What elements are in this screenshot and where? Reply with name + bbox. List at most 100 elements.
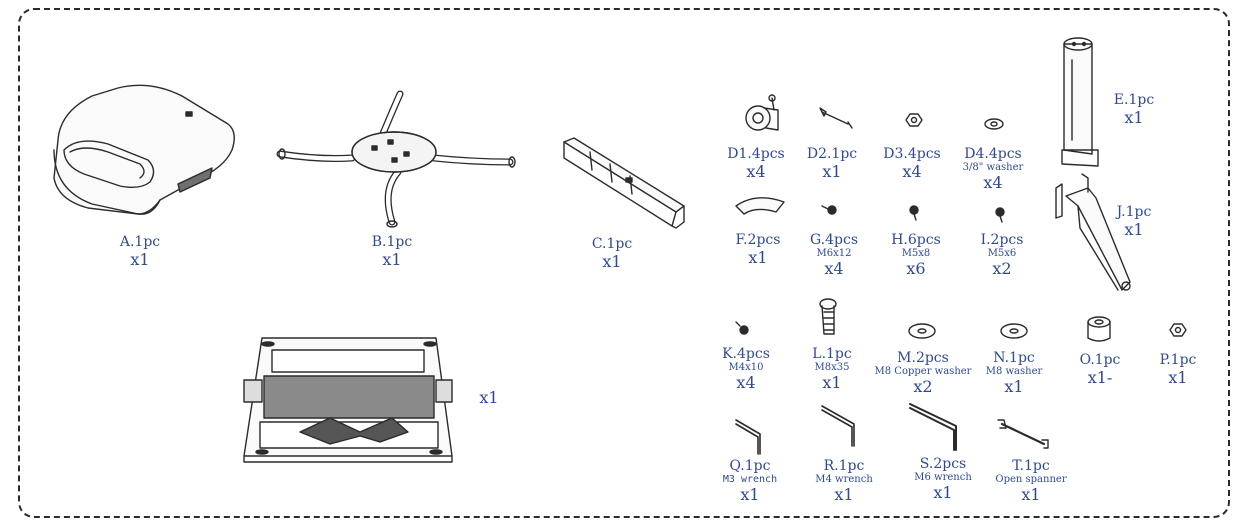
part-c-label: C.1pc x1 — [572, 236, 652, 271]
part-b-label: B.1pc x1 — [352, 234, 432, 269]
part-g-name: G.4pcs — [809, 232, 859, 248]
part-f-qty: x1 — [748, 248, 768, 267]
part-c-name: C.1pc — [591, 236, 633, 252]
part-q-qty: x1 — [740, 485, 760, 504]
part-q-spec: M3 wrench — [722, 474, 778, 485]
part-d4-spec: 3/8" washer — [962, 162, 1024, 173]
part-r-label: R.1pc M4 wrench x1 — [804, 458, 884, 504]
part-h-spec: M5x8 — [901, 248, 931, 259]
part-t-qty: x1 — [1021, 485, 1041, 504]
part-o-qty: x1- — [1087, 368, 1113, 387]
part-d4-name: D4.4pcs — [964, 146, 1022, 162]
frame-qty: x1 — [479, 388, 499, 407]
part-l-name: L.1pc — [812, 346, 852, 362]
part-d4-qty: x4 — [983, 173, 1003, 192]
part-d2-label: D2.1pc x1 — [792, 146, 872, 181]
column-part-e — [1061, 37, 1099, 167]
part-b-name: B.1pc — [371, 234, 413, 250]
base-part-b — [276, 90, 516, 228]
part-n-name: N.1pc — [993, 350, 1035, 366]
washer-part-n — [1000, 323, 1028, 339]
rail-part-c — [563, 137, 685, 229]
part-o-name: O.1pc — [1079, 352, 1121, 368]
part-s-label: S.2pcs M6 wrench x1 — [898, 456, 988, 502]
part-d2-name: D2.1pc — [806, 146, 858, 162]
cover-part-f — [735, 197, 785, 215]
part-j-label: J.1pc x1 — [1096, 204, 1172, 239]
wrench-part-q — [735, 419, 761, 455]
part-s-name: S.2pcs — [919, 456, 967, 472]
part-k-name: K.4pcs — [722, 346, 770, 362]
part-i-name: I.2pcs — [980, 232, 1024, 248]
part-a-qty: x1 — [130, 250, 150, 269]
part-r-qty: x1 — [834, 485, 854, 504]
part-s-spec: M6 wrench — [914, 472, 972, 483]
frame-assembly — [243, 337, 453, 463]
part-p-qty: x1 — [1168, 368, 1188, 387]
part-q-label: Q.1pc M3 wrench x1 — [710, 458, 790, 504]
parts-frame — [18, 8, 1230, 518]
part-n-qty: x1 — [1004, 377, 1024, 396]
part-q-name: Q.1pc — [729, 458, 771, 474]
part-a-name: A.1pc — [119, 234, 161, 250]
part-r-spec: M4 wrench — [815, 474, 873, 485]
caster-part-d1 — [745, 94, 779, 131]
part-h-name: H.6pcs — [891, 232, 941, 248]
part-f-label: F.2pcs x1 — [718, 232, 798, 267]
part-t-name: T.1pc — [1012, 458, 1050, 474]
washer-part-m — [908, 323, 936, 339]
part-j-name: J.1pc — [1116, 204, 1152, 220]
wrench-part-r — [821, 405, 855, 447]
part-d3-qty: x4 — [902, 162, 922, 181]
part-t-label: T.1pc Open spanner x1 — [986, 458, 1076, 504]
part-i-qty: x2 — [992, 259, 1012, 278]
part-h-qty: x6 — [906, 259, 926, 278]
part-n-spec: M8 washer — [985, 366, 1043, 377]
part-p-label: P.1pc x1 — [1146, 352, 1210, 387]
part-m-name: M.2pcs — [897, 350, 949, 366]
part-g-label: G.4pcs M6x12 x4 — [794, 232, 874, 278]
part-i-label: I.2pcs M5x6 x2 — [962, 232, 1042, 278]
part-k-qty: x4 — [736, 373, 756, 392]
spacer-part-o — [1087, 316, 1111, 342]
seat-part-a — [53, 84, 235, 215]
part-e-label: E.1pc x1 — [1096, 92, 1172, 127]
part-n-label: N.1pc M8 washer x1 — [978, 350, 1050, 396]
part-m-qty: x2 — [913, 377, 933, 396]
part-p-name: P.1pc — [1159, 352, 1197, 368]
screw-part-h — [909, 205, 919, 221]
part-s-qty: x1 — [933, 483, 953, 502]
part-m-spec: M8 Copper washer — [874, 366, 972, 377]
part-i-spec: M5x6 — [987, 248, 1017, 259]
part-e-qty: x1 — [1124, 108, 1144, 127]
nut-part-d3 — [905, 113, 923, 127]
part-b-qty: x1 — [382, 250, 402, 269]
bolt-part-g — [821, 205, 837, 215]
part-k-label: K.4pcs M4x10 x4 — [706, 346, 786, 392]
part-g-qty: x4 — [824, 259, 844, 278]
part-d4-label: D4.4pcs 3/8" washer x4 — [948, 146, 1038, 192]
part-l-label: L.1pc M8x35 x1 — [792, 346, 872, 392]
washer-part-d4 — [984, 118, 1004, 130]
part-c-qty: x1 — [602, 252, 622, 271]
bolt-part-l — [819, 298, 837, 335]
part-m-label: M.2pcs M8 Copper washer x2 — [868, 350, 978, 396]
nut-part-p — [1169, 323, 1187, 337]
spanner-part-t — [997, 419, 1049, 449]
part-r-name: R.1pc — [823, 458, 865, 474]
part-h-label: H.6pcs M5x8 x6 — [876, 232, 956, 278]
part-d1-name: D1.4pcs — [727, 146, 785, 162]
wrench-part-s — [909, 403, 957, 451]
screw-part-i — [995, 207, 1005, 223]
part-g-spec: M6x12 — [816, 248, 852, 259]
part-a-label: A.1pc x1 — [100, 234, 180, 269]
screw-part-k — [735, 321, 749, 335]
part-l-spec: M8x35 — [814, 362, 850, 373]
part-l-qty: x1 — [822, 373, 842, 392]
part-j-qty: x1 — [1124, 220, 1144, 239]
part-d3-name: D3.4pcs — [883, 146, 941, 162]
part-d1-label: D1.4pcs x4 — [716, 146, 796, 181]
part-d2-qty: x1 — [822, 162, 842, 181]
part-o-label: O.1pc x1- — [1068, 352, 1132, 387]
